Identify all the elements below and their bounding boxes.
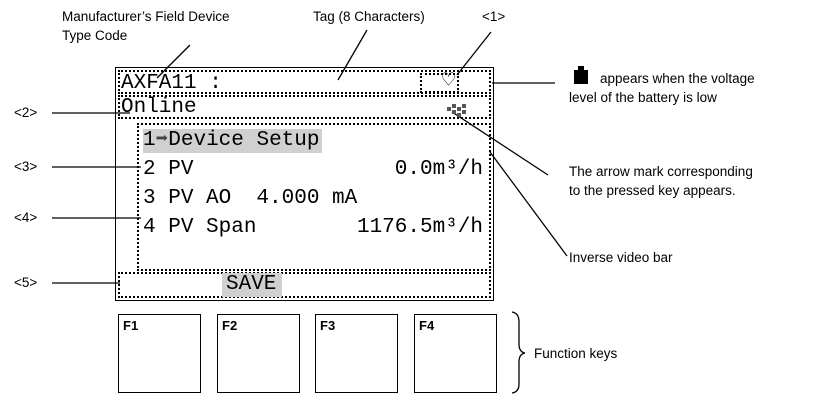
arrow-mark-note: The arrow mark corresponding: [569, 164, 753, 179]
battery-icon: [574, 66, 588, 84]
f1-key[interactable]: F1: [118, 314, 201, 393]
inverse-video-bar-note: Inverse video bar: [569, 250, 673, 265]
menu-item-device-setup[interactable]: 1➡Device Setup: [143, 129, 322, 153]
ref-5-label: <5>: [14, 275, 38, 290]
ref-2-label: <2>: [14, 105, 38, 120]
pressed-key-arrow-icon: ➡: [155, 129, 169, 152]
menu-item-number: 4: [143, 216, 156, 239]
f3-key[interactable]: F3: [315, 314, 398, 393]
menu-item-label: PV Span: [155, 216, 257, 239]
online-status: Online: [121, 96, 197, 119]
f4-key[interactable]: F4: [414, 314, 497, 393]
type-code-label-line2: Type Code: [62, 28, 128, 43]
ref-4-label: <4>: [14, 210, 38, 225]
arrow-mark-note-line2: to the pressed key appears.: [569, 183, 736, 198]
f4-key-label: F4: [419, 318, 435, 333]
menu-region: [137, 123, 491, 271]
menu-item-number: 3: [143, 187, 156, 210]
f2-key[interactable]: F2: [217, 314, 300, 393]
ref-1-label: <1>: [482, 9, 506, 24]
heart-beat-icon: ♡: [442, 69, 456, 94]
comm-indicator-icon: [447, 104, 466, 117]
menu-item-label: Device Setup: [168, 129, 320, 152]
menu-item-pv[interactable]: 2 PV: [143, 158, 193, 182]
f3-key-label: F3: [320, 318, 336, 333]
type-code-label: Manufacturer’s Field Device: [62, 9, 230, 24]
menu-item-number: 2: [143, 158, 156, 181]
battery-note: appears when the voltage: [600, 71, 755, 86]
menu-item-number: 1: [143, 129, 156, 152]
tag-label: Tag (8 Characters): [313, 9, 425, 24]
indicator-region: [420, 73, 459, 93]
menu-item-pv-ao[interactable]: 3 PV AO 4.000 mA: [143, 187, 357, 211]
status-region: [118, 95, 491, 119]
function-keys-note: Function keys: [534, 346, 618, 361]
field-device-header: AXFA11 :: [121, 72, 222, 95]
pv-span-value: 1176.5m³/h: [356, 216, 483, 239]
menu-item-pv-span[interactable]: 4 PV Span: [143, 216, 256, 240]
f2-key-label: F2: [222, 318, 238, 333]
pv-value: 0.0m³/h: [394, 158, 483, 181]
lcd-screen: AXFA11 : ♡ Online 1➡Device Setup 2 PV 0.…: [115, 67, 494, 301]
menu-item-label: PV AO 4.000 mA: [155, 187, 358, 210]
save-softkey-label: SAVE: [222, 273, 283, 297]
ref-3-label: <3>: [14, 159, 38, 174]
f1-key-label: F1: [123, 318, 139, 333]
softkey-region: [118, 272, 491, 298]
menu-item-label: PV: [155, 158, 194, 181]
battery-note-line2: level of the battery is low: [569, 90, 717, 105]
header-region: [118, 70, 491, 94]
